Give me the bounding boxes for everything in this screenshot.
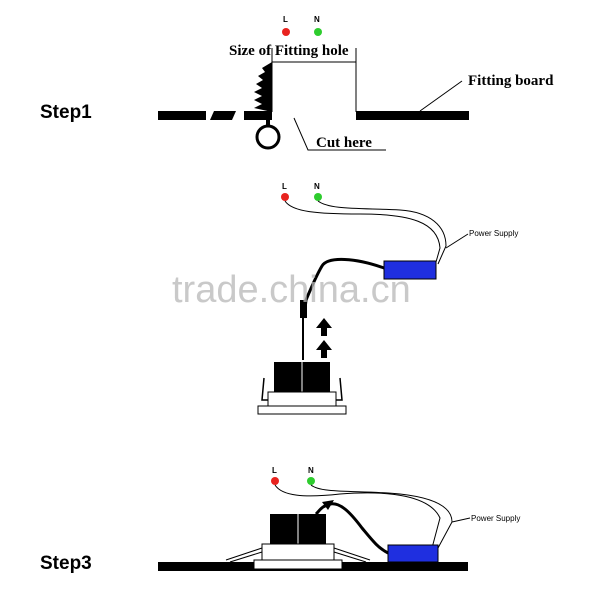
step3-power-supply-label: Power Supply (471, 514, 520, 523)
step3-mains-wire-n (310, 484, 453, 549)
size-of-fitting-hole-label: Size of Fitting hole (229, 43, 349, 59)
step3-connector-icon (322, 500, 334, 510)
step2-power-leader (445, 233, 469, 249)
step1-neutral-terminal-icon (314, 28, 322, 36)
step2-power-supply-icon (383, 260, 437, 280)
step1-terminal-n-label: N (314, 15, 320, 24)
step1-label: Step1 (40, 102, 92, 123)
step3-terminal-l-label: L (272, 466, 277, 475)
saw-blade-icon (254, 62, 272, 112)
step3-spring-clip-right (333, 547, 371, 563)
saw-handle-icon (255, 124, 281, 150)
step1-group: Step1 L N Size of Fitting hole Fitting b… (40, 15, 554, 151)
watermark-text: trade.china.cn (172, 269, 411, 311)
step2-terminal-n-label: N (314, 182, 320, 191)
step3-power-leader (451, 517, 471, 523)
step2-spring-clip-right (334, 377, 343, 401)
cut-here-label: Cut here (316, 135, 372, 151)
step2-live-terminal-icon (281, 193, 289, 201)
step3-power-supply-icon (387, 544, 439, 563)
step3-group: Step3 L N Power Supply (40, 466, 520, 574)
step3-lamp-housing (261, 543, 335, 563)
fitting-board-label: Fitting board (468, 73, 554, 89)
step3-live-terminal-icon (271, 477, 279, 485)
step2-connector-icon (300, 300, 307, 318)
board-broken-segment (210, 111, 236, 120)
step1-terminal-l-label: L (283, 15, 288, 24)
step3-lamp-bezel (253, 559, 343, 570)
step1-live-terminal-icon (282, 28, 290, 36)
step2-neutral-terminal-icon (314, 193, 322, 201)
step3-spring-clip-left (225, 547, 263, 563)
step2-mains-wire-n (317, 200, 447, 265)
board-left-segment (158, 111, 206, 120)
step3-mains-wire-l (274, 484, 441, 549)
cut-leader-line (293, 117, 386, 151)
up-arrow-icon-upper (316, 318, 332, 336)
board-near-hole (244, 111, 272, 120)
step2-output-cable (302, 257, 385, 319)
step2-lamp-bezel (257, 405, 347, 415)
step2-group: L N Power Supply (257, 182, 518, 415)
step2-terminal-l-label: L (282, 182, 287, 191)
board-leader-line (419, 80, 463, 112)
step2-spring-clip-left (261, 377, 270, 401)
board-right-segment (356, 111, 469, 120)
up-arrow-icon-lower (316, 340, 332, 358)
step3-terminal-n-label: N (308, 466, 314, 475)
step3-output-cable (314, 502, 389, 555)
step2-power-supply-label: Power Supply (469, 229, 518, 238)
step3-label: Step3 (40, 553, 92, 574)
step3-neutral-terminal-icon (307, 477, 315, 485)
step2-mains-wire-l (284, 200, 441, 263)
